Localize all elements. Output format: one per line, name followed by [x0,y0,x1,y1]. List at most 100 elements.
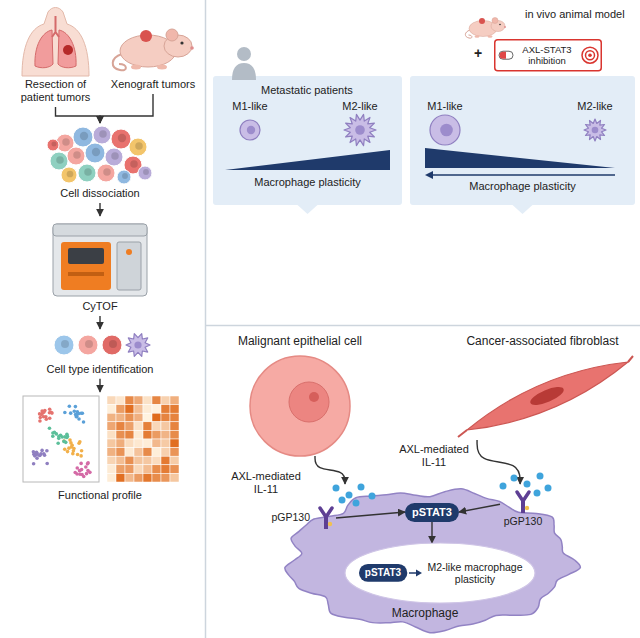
il11-molecule [534,490,541,497]
heatmap-cell [170,422,179,431]
cell-nucleus [92,148,100,156]
cell-nucleus [51,141,56,146]
heatmap-cell [161,473,170,482]
heatmap-cell [107,465,116,474]
il11-molecule [524,481,531,488]
tsne-dot [65,436,69,440]
cell-nucleus [80,132,88,140]
tsne-dot [82,475,86,479]
connector-layer [455,334,630,440]
heatmap-cell [143,439,152,448]
heatmap-cell [161,396,170,405]
person-icon-body [232,63,256,80]
workflow-step: CyTOF [35,216,165,316]
dissociated-cell [97,164,115,182]
node-text: Metastatic patients [261,84,396,97]
tsne-dot [75,466,79,470]
text-slot: Metastatic patients [261,84,396,97]
heatmap-cell [125,430,134,439]
cell-figure: Malignant epithelial cell [225,334,375,456]
tsne-dot [35,450,39,454]
text-slot: Cell dissociation [45,187,155,200]
heatmap-cell [170,447,179,456]
plus-sign: + [474,45,482,62]
transcription-arrow [409,572,417,574]
cell-nucleus [73,151,81,159]
heatmap-cell [107,422,116,431]
tsne-dot [43,453,47,457]
heatmap-cell [170,396,179,405]
mouse-eye [499,24,501,26]
heatmap-cell [161,413,170,422]
cell-nucleus [289,382,329,422]
m2-macrophage-icon [126,333,150,356]
node-text: Cell dissociation [45,187,155,200]
il11-molecule [545,485,552,492]
heatmap-cell [134,430,143,439]
receptor: pGP130 [500,491,546,529]
heatmap-cell [170,439,179,448]
direction-arrow [432,174,615,176]
node-text: M1-like [420,100,470,113]
text-slot: pGP130 [262,511,310,523]
cell-nucleus [247,126,255,134]
connector-layer [225,334,375,456]
il11-molecule [511,475,518,482]
phospho-site [525,506,529,510]
text-slot: M2-like [335,100,385,113]
tsne-dot [77,441,81,445]
heatmap-cell [161,465,170,474]
divider-line [205,0,207,638]
heatmap-cell [107,396,116,405]
connector-arrow [459,504,500,512]
text-slot: Macrophage [375,606,475,620]
heatmap-cell [161,404,170,413]
heatmap-cell [152,430,161,439]
node-text: Functional profile [15,489,185,502]
heatmap-cell [134,447,143,456]
tsne-dot [73,471,77,475]
tsne-dot [88,470,92,474]
node-text: pGP130 [262,511,310,523]
cell-nucleus [143,169,149,175]
heatmap-cell [116,422,125,431]
trachea [52,16,59,37]
heatmap-cell [125,396,134,405]
dissociated-cell [105,148,123,166]
heatmap-cell [125,456,134,465]
tsne-dot [53,430,57,434]
node-text: Resection of patient tumors [8,78,103,104]
cell-nucleus [99,130,107,138]
tsne-dot [68,438,72,442]
connector-arrow [99,316,100,329]
tsne-dot [63,411,67,415]
cell-nucleus [440,124,453,137]
edge-label-slot: AXL-mediated IL-11 [395,443,473,469]
heatmap-cell [116,473,125,482]
direction-arrowhead [425,171,433,179]
tsne-dot [74,415,78,419]
heatmap-cell [161,456,170,465]
connector-arrow [99,379,100,392]
node-text: Macrophage plasticity [213,176,402,189]
il11-molecule [339,497,346,504]
dissociated-cell [85,143,105,163]
heatmap-cell [161,447,170,456]
tsne-dot [79,454,83,458]
m1-macrophage-icon [240,120,260,140]
node-text: pSTAT3 [412,506,452,519]
tsne-dot [40,448,44,452]
heatmap-cell [134,404,143,413]
tsne-dot [76,411,80,415]
tsne-dot [63,447,67,451]
pstat3-pill [405,503,459,522]
dissociated-cell [93,126,111,144]
heatmap-cell [170,430,179,439]
tsne-dot [79,461,83,465]
workflow-step: Cell type identification [30,329,170,379]
pstat3-pill [359,564,407,582]
machine-panel [61,242,111,290]
connector-arrow [99,203,100,216]
node-text: Macrophage plasticity [410,180,635,193]
il11-molecule [346,492,353,499]
